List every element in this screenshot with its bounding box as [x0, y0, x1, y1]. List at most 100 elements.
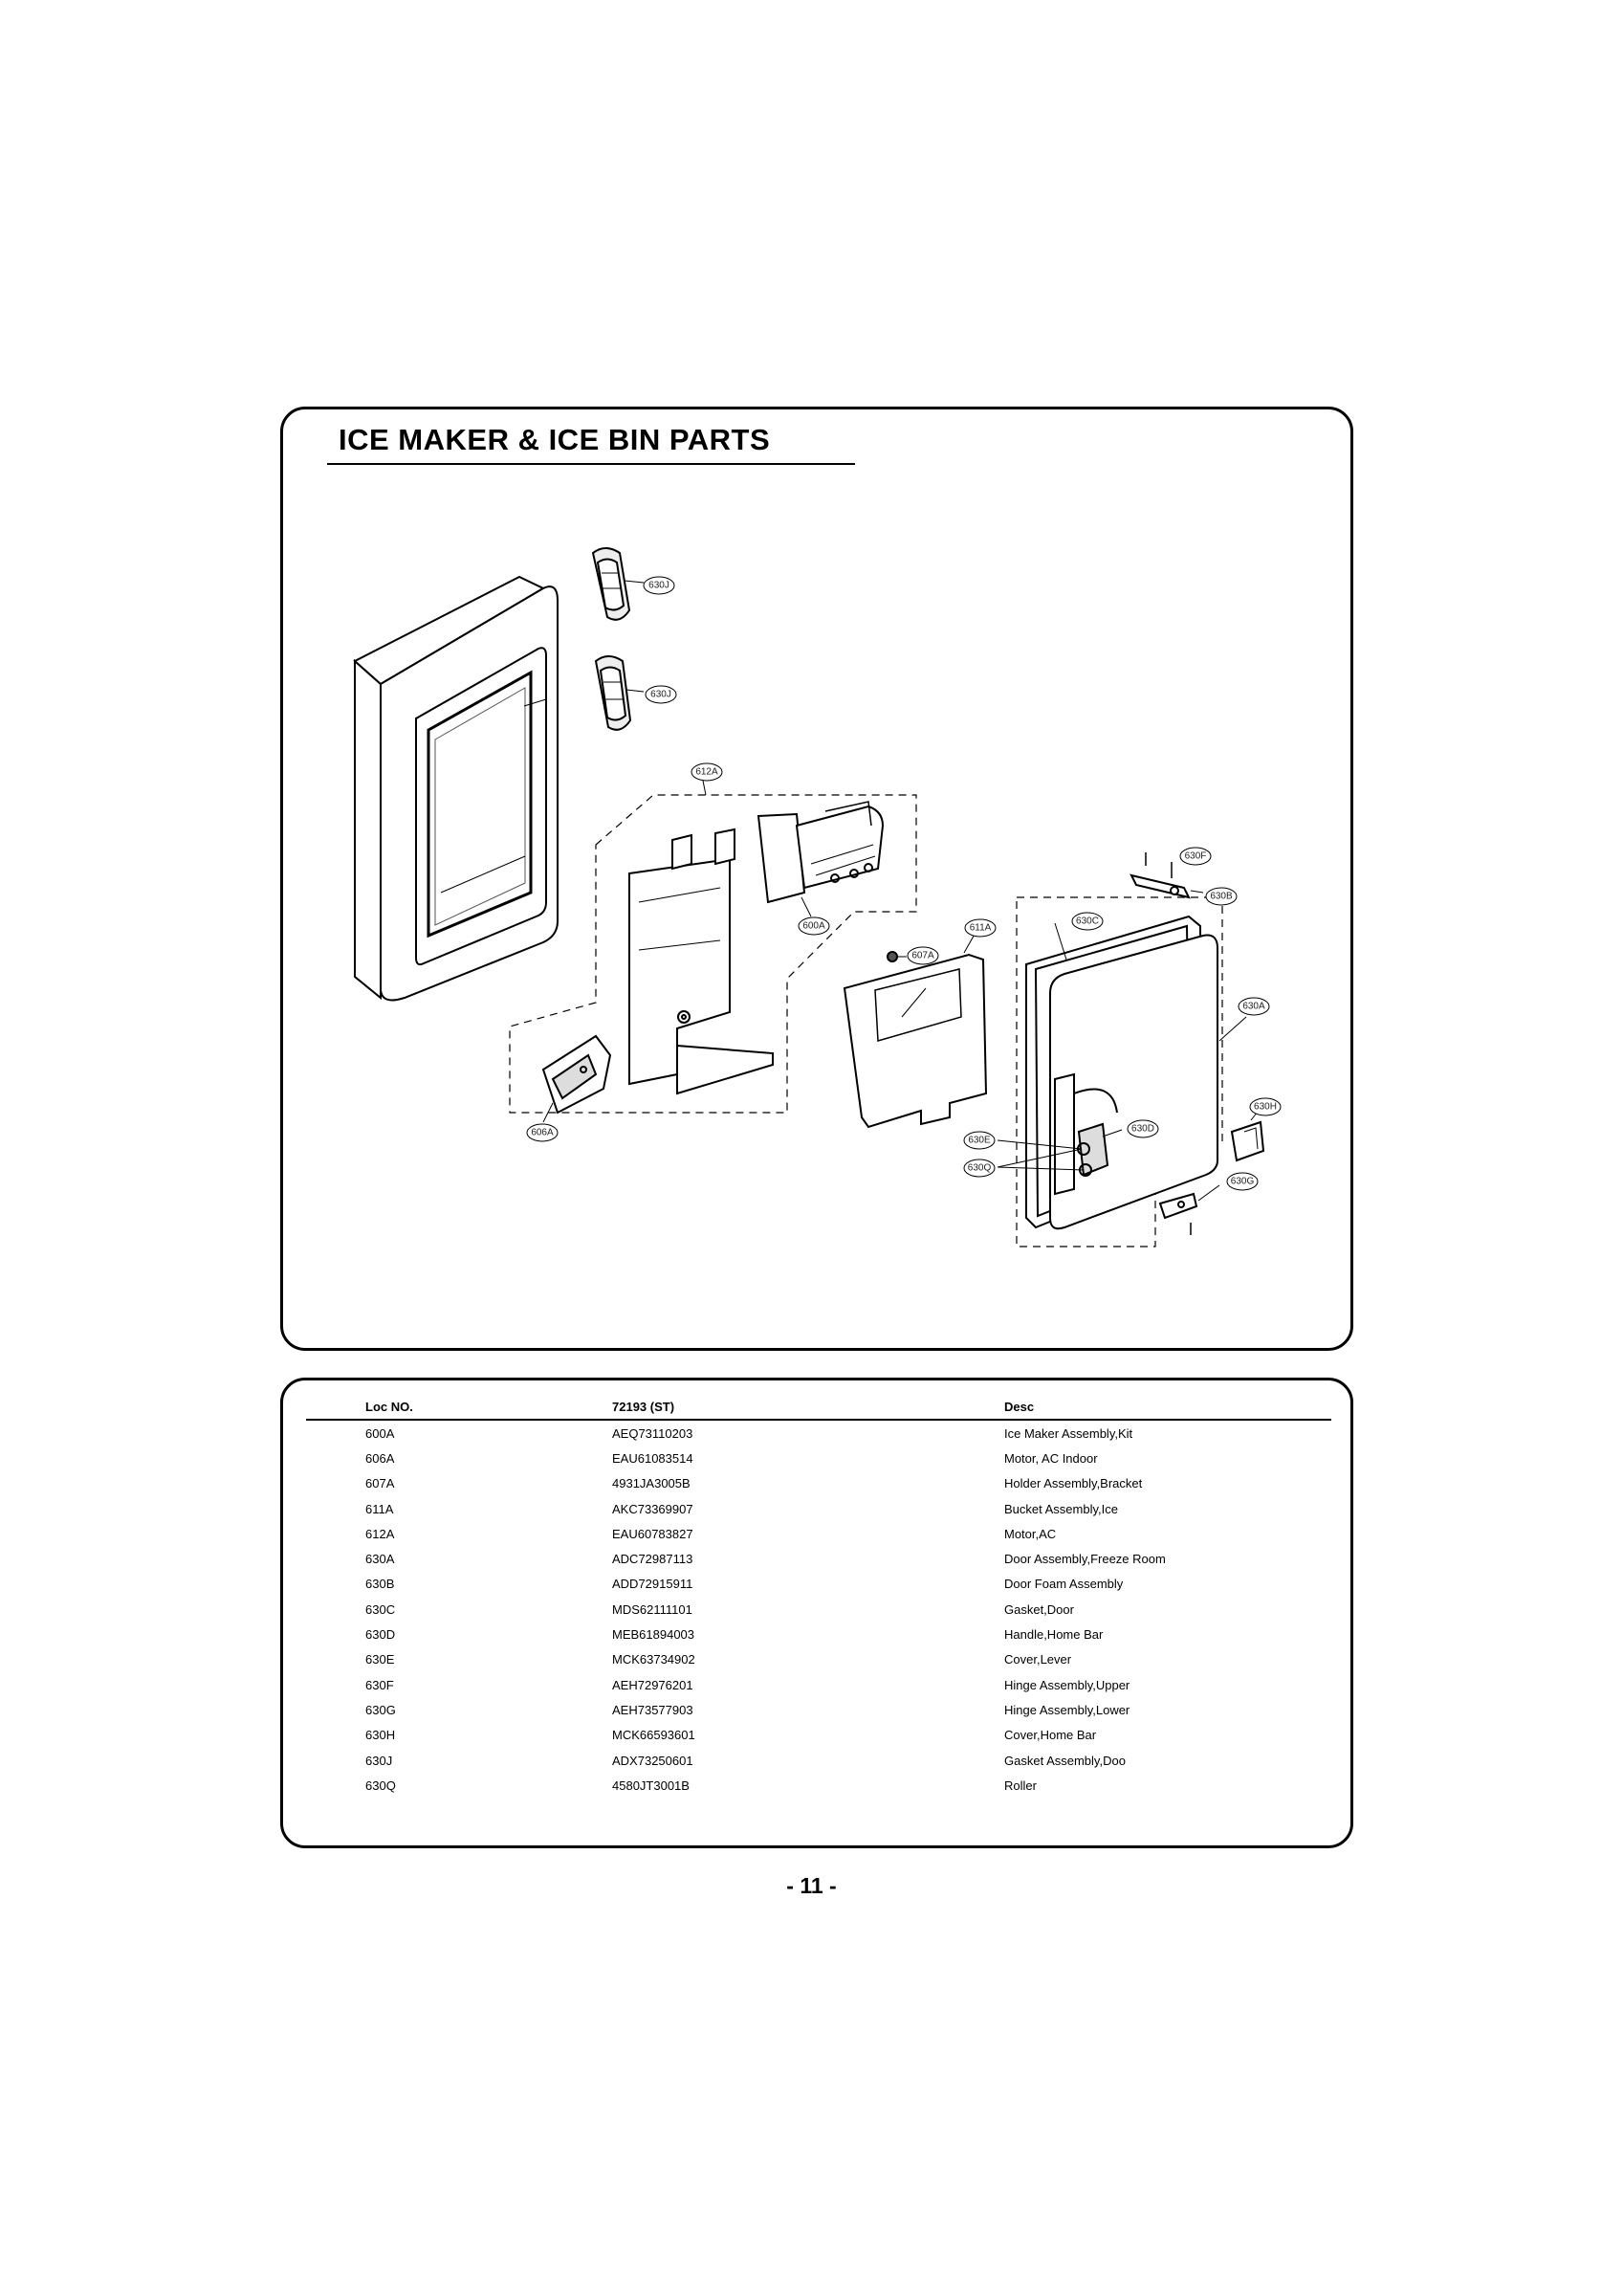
callout-label-630H: 630H	[1254, 1102, 1277, 1113]
cell-desc: Motor, AC Indoor	[1004, 1450, 1098, 1466]
callout-oval-630B	[1205, 887, 1238, 906]
cover-home-bar-630H-drawing	[1230, 1107, 1265, 1162]
callout-oval-630Q	[963, 1159, 996, 1178]
cell-desc: Bucket Assembly,Ice	[1004, 1501, 1118, 1516]
gasket-630J-top-drawing	[591, 547, 645, 621]
page-title: ICE MAKER & ICE BIN PARTS	[339, 423, 771, 456]
cell-loc-no: 630A	[365, 1552, 395, 1567]
cell-part-number: MDS62111101	[612, 1601, 692, 1617]
cell-loc-no: 630B	[365, 1577, 395, 1592]
table-row: 630Q 4580JT3001B Roller	[306, 1773, 1331, 1798]
cell-loc-no: 612A	[365, 1526, 395, 1541]
callout-label-630C: 630C	[1076, 916, 1099, 927]
callout-oval-630E	[963, 1131, 996, 1150]
cell-desc: Motor,AC	[1004, 1526, 1057, 1541]
table-row: 607A 4931JA3005B Holder Assembly,Bracket	[306, 1471, 1331, 1496]
callout-oval-630D	[1127, 1119, 1159, 1138]
table-row: 630J ADX73250601 Gasket Assembly,Doo	[306, 1748, 1331, 1773]
table-header-row: Loc NO. 72193 (ST) Desc	[306, 1394, 1331, 1421]
callout-oval-611A	[964, 918, 997, 938]
cell-desc: Cover,Home Bar	[1004, 1728, 1097, 1743]
cell-part-number: AEQ73110203	[612, 1425, 693, 1441]
callout-oval-630C	[1071, 912, 1104, 931]
callout-oval-630G	[1226, 1172, 1259, 1191]
cell-loc-no: 607A	[365, 1476, 395, 1491]
cell-desc: Handle,Home Bar	[1004, 1627, 1104, 1643]
door-liner-drawing	[353, 575, 559, 1002]
cell-loc-no: 630H	[365, 1728, 396, 1743]
cell-desc: Holder Assembly,Bracket	[1004, 1476, 1143, 1491]
cell-part-number: AKC73369907	[612, 1501, 693, 1516]
cell-loc-no: 630F	[365, 1677, 394, 1692]
callout-label-612A: 612A	[695, 767, 718, 778]
diagram-panel: ICE MAKER & ICE BIN PARTS	[280, 407, 1353, 1351]
gasket-630J-middle-drawing	[594, 655, 645, 731]
cell-part-number: EAU61083514	[612, 1450, 693, 1466]
callout-label-630F: 630F	[1185, 851, 1207, 862]
page-number: - 11 -	[786, 1873, 837, 1898]
door-630A-drawing	[1049, 934, 1247, 1230]
cell-loc-no: 630G	[365, 1702, 396, 1717]
cell-part-number: EAU60783827	[612, 1526, 693, 1541]
column-header-desc: Desc	[1004, 1394, 1331, 1421]
cell-part-number: MEB61894003	[612, 1627, 695, 1643]
cell-part-number: 4931JA3005B	[612, 1476, 691, 1491]
cell-loc-no: 630C	[365, 1601, 396, 1617]
cell-loc-no: 600A	[365, 1425, 395, 1441]
cell-loc-no: 606A	[365, 1450, 395, 1466]
hinge-lower-630G-drawing	[1158, 1184, 1220, 1235]
table-row: 630C MDS62111101 Gasket,Door	[306, 1597, 1331, 1622]
cell-loc-no: 630E	[365, 1652, 395, 1667]
table-row: 630E MCK63734902 Cover,Lever	[306, 1647, 1331, 1672]
cell-loc-no: 630J	[365, 1753, 393, 1768]
callout-oval-630H	[1249, 1097, 1282, 1116]
ice-bucket-611A-drawing	[843, 930, 988, 1129]
cell-desc: Hinge Assembly,Upper	[1004, 1677, 1130, 1692]
callout-label-607A: 607A	[911, 951, 934, 961]
callout-label-630J-top: 630J	[648, 581, 669, 591]
cell-loc-no: 611A	[365, 1501, 394, 1516]
cell-desc: Gasket,Door	[1004, 1601, 1074, 1617]
cell-part-number: ADC72987113	[612, 1552, 693, 1567]
table-row: 600A AEQ73110203 Ice Maker Assembly,Kit	[306, 1420, 1331, 1446]
cell-desc: Cover,Lever	[1004, 1652, 1072, 1667]
cell-part-number: MCK63734902	[612, 1652, 695, 1667]
cell-loc-no: 630D	[365, 1627, 396, 1643]
parts-table-panel: Loc NO. 72193 (ST) Desc 600A AEQ73110203 I…	[280, 1378, 1353, 1848]
callout-oval-630J-mid	[645, 685, 677, 704]
cell-part-number: ADD72915911	[612, 1577, 693, 1592]
cell-desc: Door Assembly,Freeze Room	[1004, 1552, 1166, 1567]
exploded-parts-diagram: 630J 630J 612A 600A 607A 611A 606A 630F …	[353, 547, 1282, 1247]
table-row: 606A EAU61083514 Motor, AC Indoor	[306, 1446, 1331, 1470]
ice-maker-bracket-drawing	[628, 828, 774, 1095]
cell-desc: Hinge Assembly,Lower	[1004, 1702, 1130, 1717]
callout-oval-612A	[691, 762, 723, 782]
cell-part-number: AEH73577903	[612, 1702, 693, 1717]
cell-desc: Door Foam Assembly	[1004, 1577, 1124, 1592]
cell-desc: Ice Maker Assembly,Kit	[1004, 1425, 1133, 1441]
title-underline	[327, 463, 855, 465]
callout-label-630A: 630A	[1242, 1002, 1265, 1012]
callout-oval-630A	[1238, 997, 1270, 1016]
callout-label-630D: 630D	[1131, 1124, 1154, 1135]
cell-part-number: 4580JT3001B	[612, 1777, 690, 1793]
callout-oval-630F	[1179, 847, 1212, 866]
parts-table-body: 600A AEQ73110203 Ice Maker Assembly,Kit 606…	[306, 1420, 1331, 1798]
callout-label-611A: 611A	[970, 923, 992, 934]
cell-part-number: ADX73250601	[612, 1753, 693, 1768]
table-row: 630A ADC72987113 Door Assembly,Freeze Room	[306, 1546, 1331, 1571]
cell-desc: Gasket Assembly,Doo	[1004, 1753, 1126, 1768]
cell-part-number: AEH72976201	[612, 1677, 693, 1692]
callout-label-630B: 630B	[1210, 892, 1233, 902]
callout-oval-630J-top	[643, 576, 675, 595]
callout-label-630G: 630G	[1231, 1177, 1255, 1187]
cell-desc: Roller	[1004, 1777, 1037, 1793]
table-row: 630G AEH73577903 Hinge Assembly,Lower	[306, 1697, 1331, 1722]
callout-oval-607A	[907, 946, 939, 965]
table-row: 630B ADD72915911 Door Foam Assembly	[306, 1572, 1331, 1597]
cell-loc-no: 630Q	[365, 1777, 396, 1793]
callout-label-630E: 630E	[968, 1136, 991, 1146]
table-row: 611A AKC73369907 Bucket Assembly,Ice	[306, 1496, 1331, 1521]
ice-maker-600A-drawing	[757, 801, 885, 917]
